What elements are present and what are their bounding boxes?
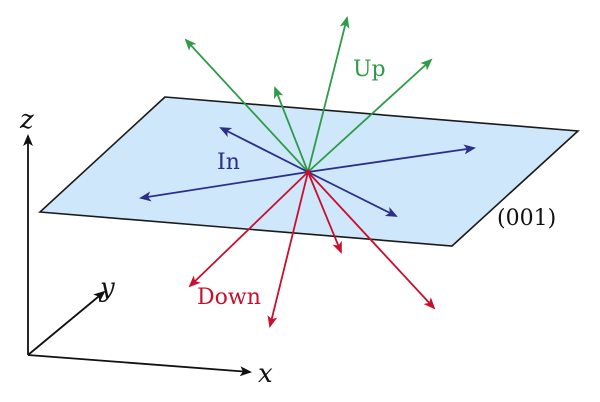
label-down: Down [197,285,261,310]
up-arrow-1 [184,38,309,173]
in-arrow-right [307,144,476,173]
down-arrow-4 [307,171,436,310]
label-in: In [217,150,240,175]
down-arrow-2 [267,171,309,328]
up-arrow-2 [274,86,309,173]
down-arrow-3 [307,171,342,254]
in-arrow-left [139,171,309,202]
y-axis [27,290,106,356]
axis-label-z: z [19,105,34,135]
down-arrow-1 [188,171,309,288]
in-arrow-back [219,127,309,173]
in-plane-vectors [139,127,476,217]
in-arrow-front [307,171,398,217]
down-vectors [188,171,436,328]
x-axis [27,354,252,377]
up-arrow-4 [307,58,433,173]
label-up: Up [353,57,386,82]
origin-point [305,169,311,175]
up-vectors [184,16,433,173]
up-arrow-3 [307,16,350,173]
coordinate-axes [23,134,252,377]
label-plane: (001) [497,206,556,231]
axis-label-y: y [99,273,115,303]
axis-label-x: x [258,359,273,389]
